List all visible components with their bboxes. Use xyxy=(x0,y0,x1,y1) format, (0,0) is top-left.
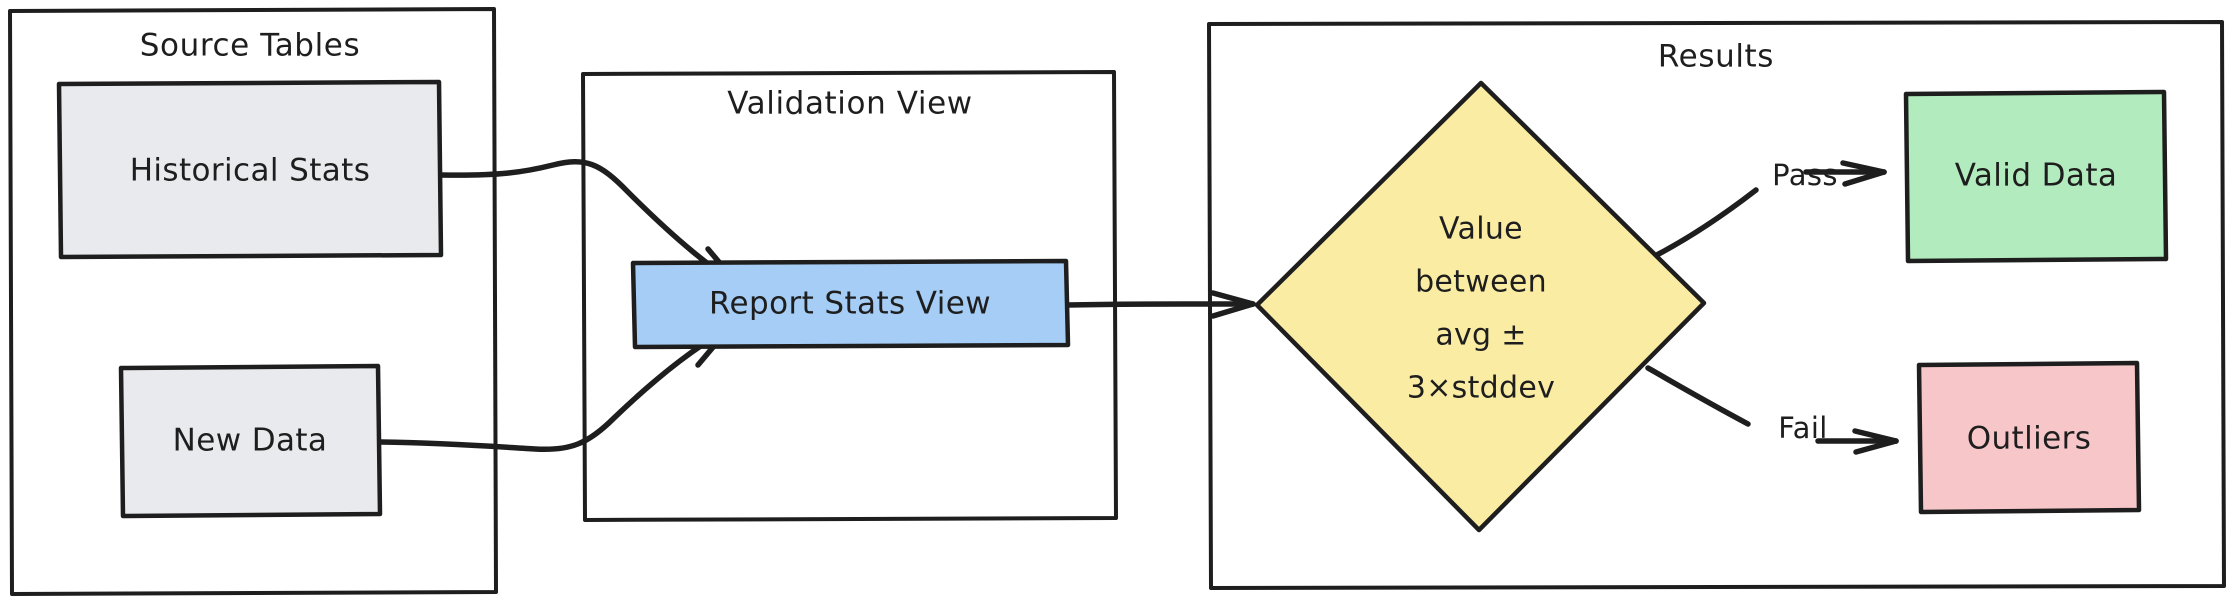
outliers-label: Outliers xyxy=(1967,421,2092,457)
node-valid-data[interactable]: Valid Data xyxy=(1903,89,2169,264)
decision-label-line-1: Value xyxy=(1439,212,1523,247)
decision-label-line-3: avg ± xyxy=(1435,318,1526,353)
new-data-box xyxy=(118,363,383,519)
node-historical-stats[interactable]: Historical Stats xyxy=(56,79,444,260)
valid-data-box xyxy=(1903,89,2169,264)
historical-stats-box xyxy=(56,79,444,260)
edge-decision-fail: Fail xyxy=(1645,365,1899,455)
decision-label-line-4: 3×stddev xyxy=(1407,371,1555,406)
report-stats-view-box xyxy=(630,258,1071,350)
node-report-stats-view[interactable]: Report Stats View xyxy=(630,258,1071,350)
edge-label-fail: Fail xyxy=(1778,411,1828,445)
valid-data-label: Valid Data xyxy=(1955,158,2118,194)
historical-stats-label: Historical Stats xyxy=(130,153,371,189)
node-new-data[interactable]: New Data xyxy=(118,363,383,519)
outliers-box xyxy=(1916,360,2142,515)
results-title: Results xyxy=(1658,39,1774,75)
report-stats-view-label: Report Stats View xyxy=(709,286,991,322)
new-data-label: New Data xyxy=(173,423,328,459)
decision-diamond-shape xyxy=(1254,80,1707,533)
source-tables-title: Source Tables xyxy=(140,28,360,64)
node-decision-diamond[interactable]: Value between avg ± 3×stddev xyxy=(1254,80,1707,533)
validation-view-title: Validation View xyxy=(727,86,973,122)
edge-report-to-decision xyxy=(1065,290,1256,319)
edge-label-pass: Pass xyxy=(1772,158,1838,192)
decision-label-line-2: between xyxy=(1415,265,1547,300)
edge-decision-pass: Pass xyxy=(1648,158,1887,261)
node-outliers[interactable]: Outliers xyxy=(1916,360,2142,515)
